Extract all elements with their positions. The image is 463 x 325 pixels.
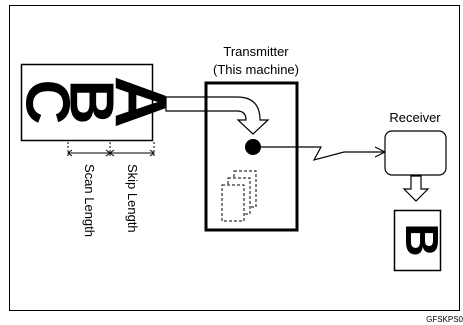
original-letter-b: B (57, 80, 126, 125)
dimension-markers (67, 142, 155, 158)
feed-arrow (165, 96, 270, 135)
scan-length-label: Scan Length (82, 164, 97, 237)
outer-frame (9, 5, 460, 311)
original-letter-c: C (13, 80, 82, 125)
receiver-label: Receiver (389, 110, 441, 125)
output-document: B (393, 209, 448, 272)
figure-code: GFSKPS0 (426, 315, 463, 324)
transmission-point (245, 139, 261, 155)
original-document: A B C (13, 63, 180, 142)
transmitter-subtitle: (This machine) (213, 62, 299, 77)
output-letter-b: B (396, 223, 448, 256)
transmission-line (261, 146, 385, 161)
receiver-device (384, 130, 447, 176)
transmitter-title: Transmitter (223, 44, 289, 59)
skip-length-label: Skip Length (125, 164, 140, 233)
output-arrow (402, 175, 430, 202)
transmitter-machine (204, 81, 299, 232)
